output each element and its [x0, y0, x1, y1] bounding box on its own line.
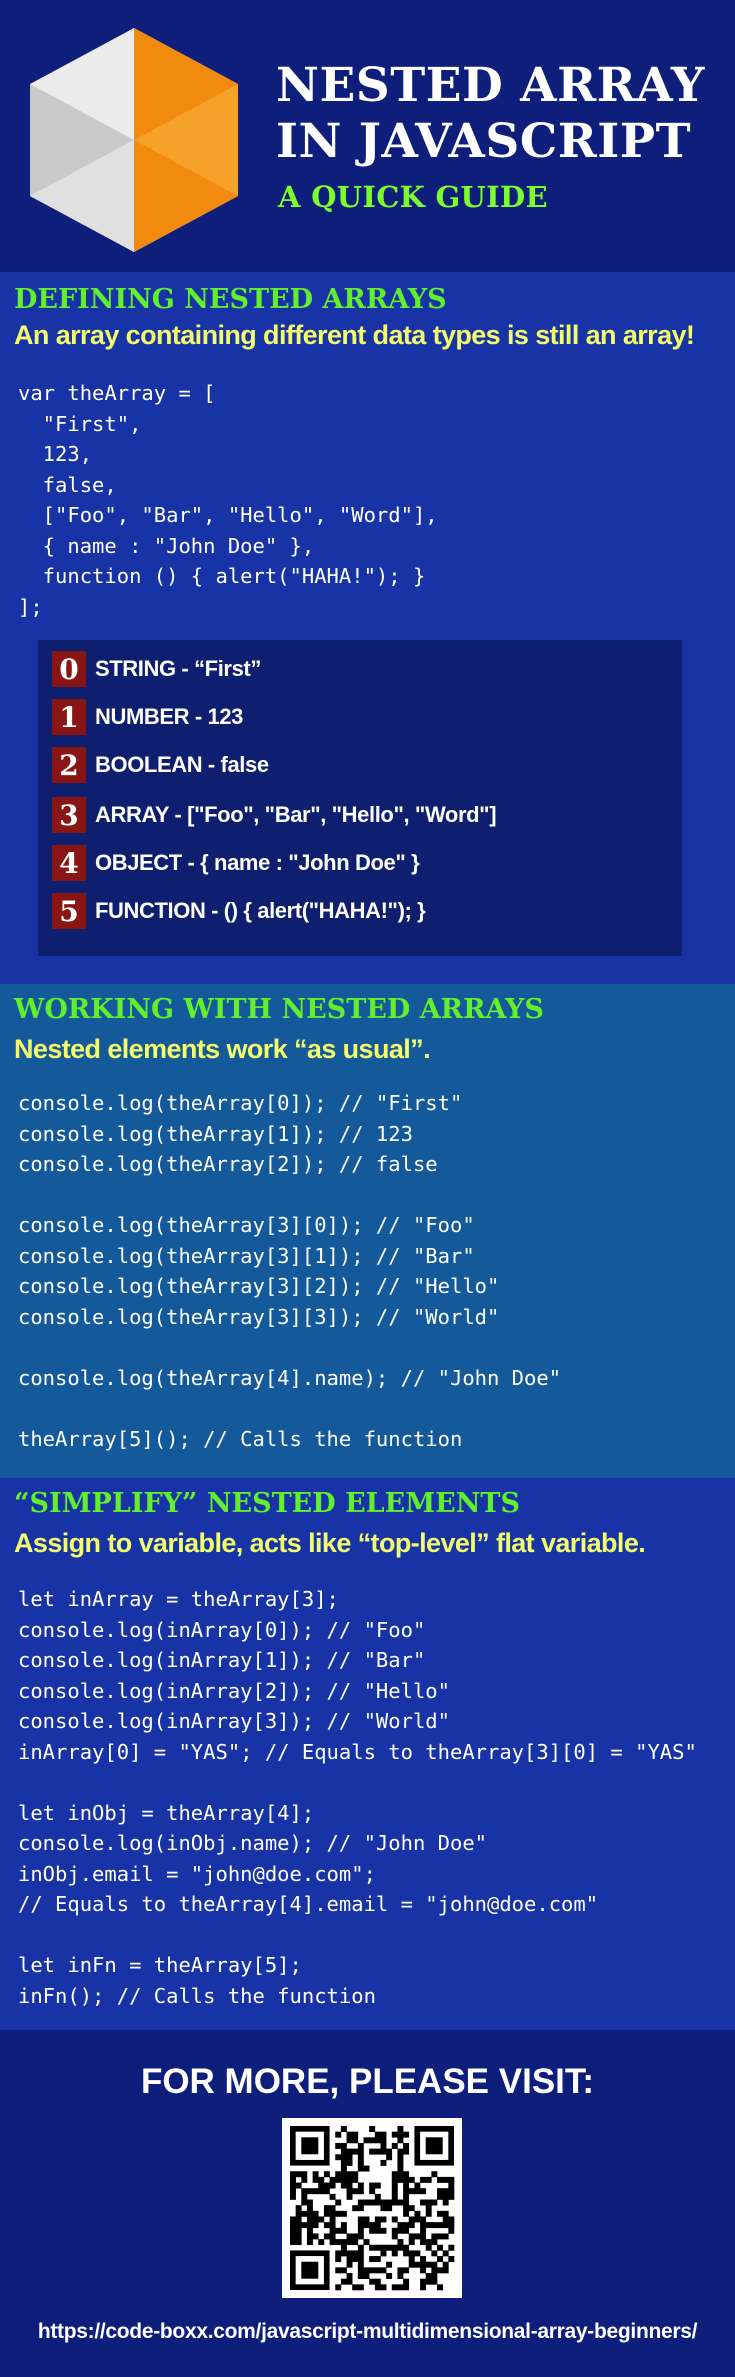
header: NESTED ARRAY IN JAVASCRIPT A QUICK GUIDE: [0, 0, 735, 272]
title-line-1: NESTED ARRAY: [276, 58, 705, 113]
index-badge: 1: [52, 699, 86, 735]
list-item: 5 FUNCTION - () { alert("HAHA!"); }: [52, 892, 426, 930]
type-label: STRING - “First”: [95, 656, 261, 681]
index-badge: 2: [52, 747, 86, 783]
section-heading: “SIMPLIFY” NESTED ELEMENTS: [14, 1488, 520, 1519]
section-heading: DEFINING NESTED ARRAYS: [14, 284, 447, 315]
type-label: OBJECT - { name : "John Doe" }: [95, 850, 420, 875]
index-badge: 4: [52, 845, 86, 881]
section-defining-nested-arrays: DEFINING NESTED ARRAYS An array containi…: [0, 272, 735, 984]
page-subtitle: A QUICK GUIDE: [278, 180, 548, 214]
type-label: BOOLEAN - false: [95, 752, 269, 777]
section-subheading: An array containing different data types…: [14, 320, 695, 350]
list-item: 0 STRING - “First”: [52, 650, 261, 688]
section-subheading: Assign to variable, acts like “top-level…: [14, 1528, 646, 1558]
visit-link[interactable]: https://code-boxx.com/javascript-multidi…: [37, 2320, 698, 2343]
index-badge: 5: [52, 893, 86, 929]
type-label: NUMBER - 123: [95, 704, 244, 729]
list-item: 3 ARRAY - ["Foo", "Bar", "Hello", "Word"…: [52, 796, 497, 834]
index-badge: 3: [52, 797, 86, 833]
section-subheading: Nested elements work “as usual”.: [14, 1034, 431, 1064]
section-working-with-nested-arrays: WORKING WITH NESTED ARRAYS Nested elemen…: [0, 984, 735, 1478]
code-block: let inArray = theArray[3]; console.log(i…: [18, 1587, 697, 2008]
code-block: console.log(theArray[0]); // "First" con…: [18, 1091, 562, 1451]
footer: FOR MORE, PLEASE VISIT: https://code-box…: [0, 2030, 735, 2377]
type-label: ARRAY - ["Foo", "Bar", "Hello", "Word"]: [95, 802, 497, 827]
qr-code[interactable]: [282, 2118, 462, 2298]
data-types-list: 0 STRING - “First” 1 NUMBER - 123 2 BOOL…: [38, 640, 682, 956]
visit-heading: FOR MORE, PLEASE VISIT:: [140, 2062, 595, 2101]
page-title: NESTED ARRAY IN JAVASCRIPT: [276, 58, 705, 170]
section-heading: WORKING WITH NESTED ARRAYS: [14, 994, 544, 1025]
list-item: 4 OBJECT - { name : "John Doe" }: [52, 844, 420, 882]
qr-code-icon: [290, 2126, 455, 2291]
type-label: FUNCTION - () { alert("HAHA!"); }: [95, 898, 426, 923]
list-item: 1 NUMBER - 123: [52, 698, 243, 736]
title-line-2: IN JAVASCRIPT: [276, 114, 692, 169]
list-item: 2 BOOLEAN - false: [52, 746, 269, 784]
index-badge: 0: [52, 651, 86, 687]
code-block: var theArray = [ "First", 123, false, ["…: [18, 381, 438, 619]
hexagon-logo-icon: [30, 28, 238, 252]
section-simplify-nested-elements: “SIMPLIFY” NESTED ELEMENTS Assign to var…: [0, 1478, 735, 2030]
